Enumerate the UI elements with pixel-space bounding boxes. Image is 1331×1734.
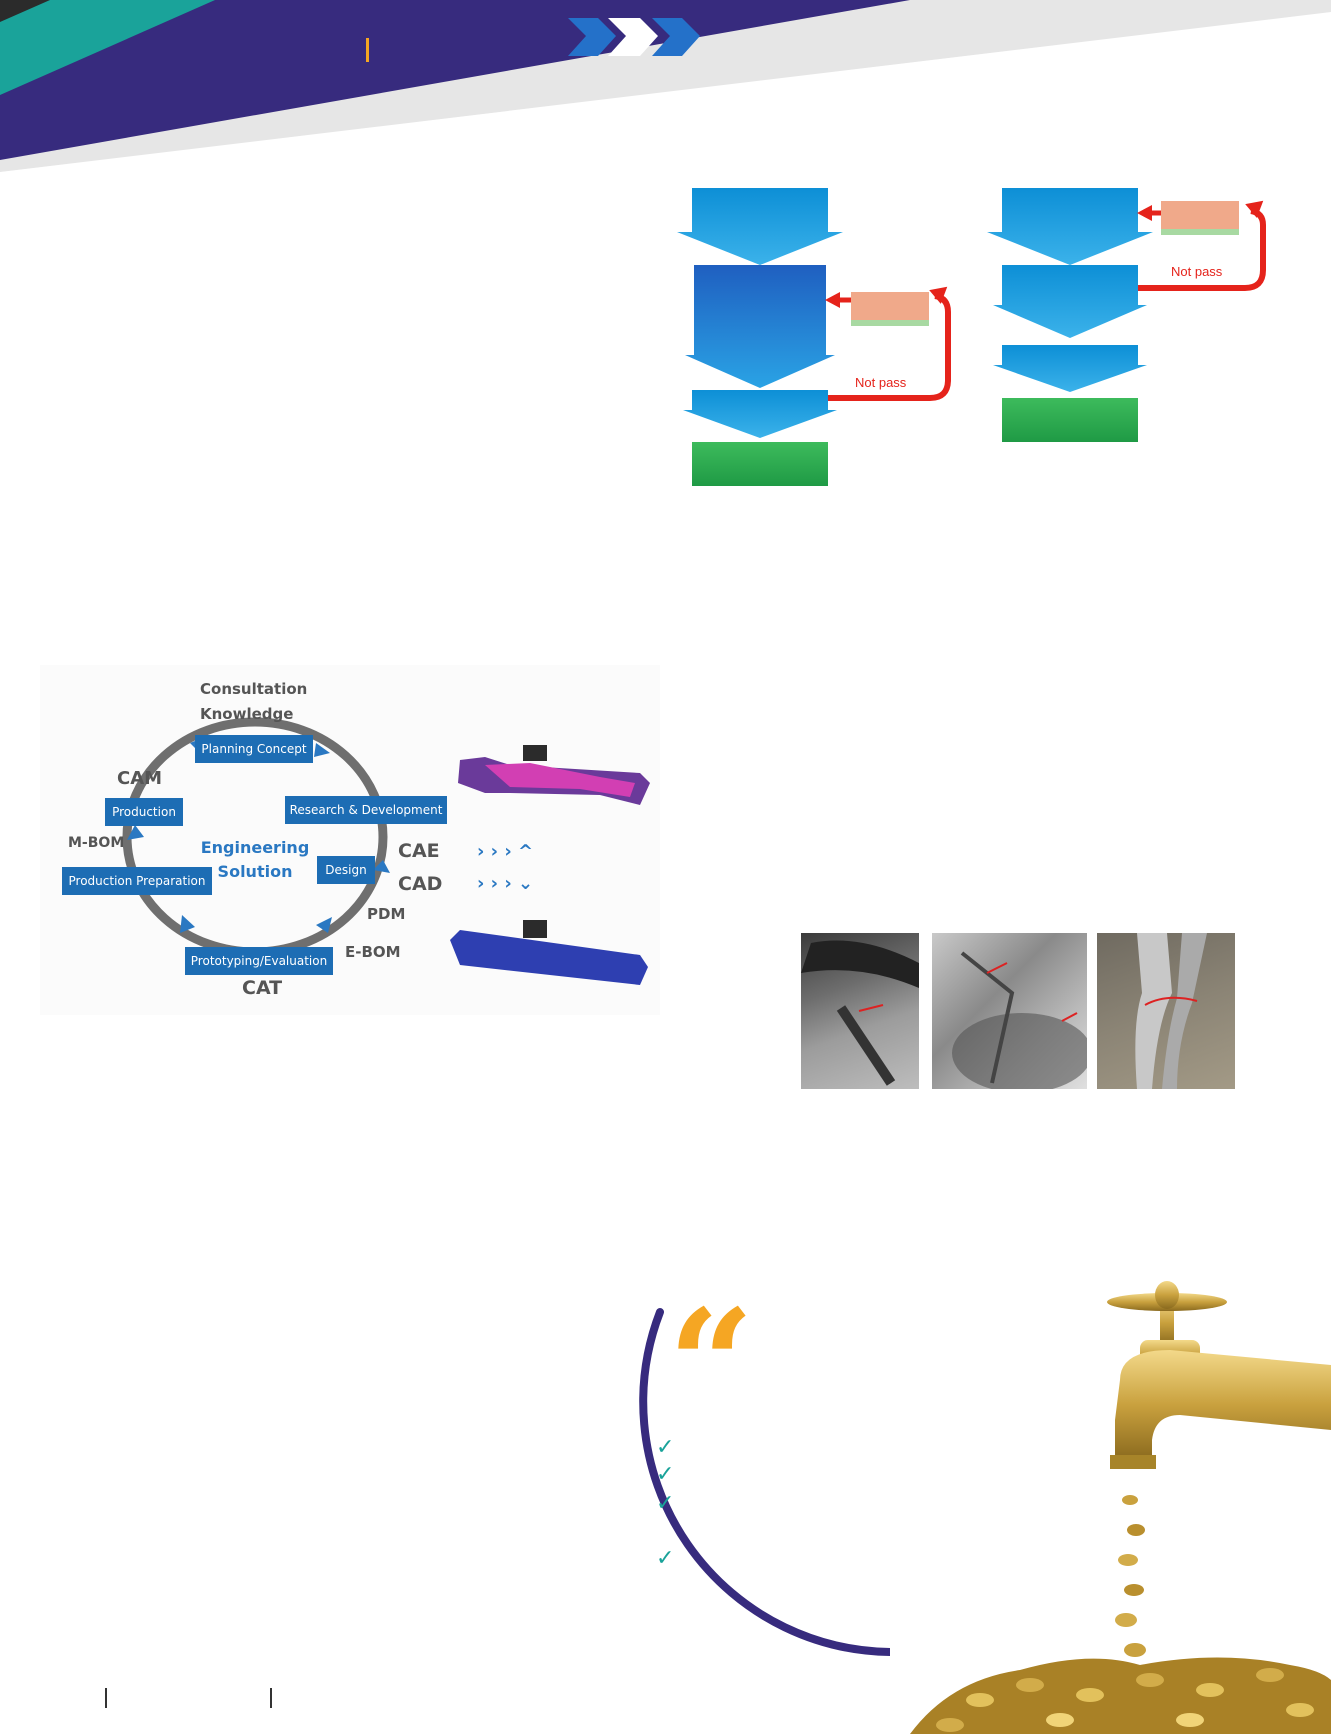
header-banner (0, 0, 1331, 172)
production-box: Production (105, 798, 183, 826)
consultation-label: Consultation (200, 680, 308, 698)
planning-concept-box: Planning Concept (195, 735, 313, 763)
process-flowchart: Not pass Not pass (665, 180, 1275, 500)
crack-photo-1 (801, 933, 919, 1089)
crack-photo-3 (1097, 933, 1235, 1089)
research-development-box: Research & Development (285, 796, 447, 824)
cam-label: CAM (117, 768, 163, 789)
check-icon: ✓ (656, 1435, 675, 1460)
prototyping-evaluation-box: Prototyping/Evaluation (185, 947, 333, 975)
ebom-label: E-BOM (345, 943, 401, 961)
solution-label: Solution (217, 862, 293, 881)
cae-label: CAE (398, 840, 440, 862)
flow-right-fail-label: Not pass (1171, 264, 1223, 279)
cycle-ring (122, 717, 650, 985)
engineering-label: Engineering (200, 838, 310, 857)
cad-label: CAD (398, 873, 443, 895)
open-quote-mark: “ (668, 1277, 755, 1453)
check-icon: ✓ (656, 1491, 675, 1516)
arrows-to-cae: › › › ^ (477, 841, 534, 862)
design-box: Design (317, 856, 375, 884)
engineering-cycle-diagram: Consultation Knowledge Planning Concept … (40, 665, 660, 1015)
knowledge-label: Knowledge (200, 705, 294, 723)
flowchart-graphic: Not pass Not pass (677, 188, 1266, 486)
mbom-label: M-BOM (68, 835, 125, 851)
footer-separator (270, 1688, 272, 1708)
cat-label: CAT (242, 977, 283, 999)
gold-faucet-coins-image (890, 1270, 1331, 1734)
production-preparation-box: Production Preparation (62, 867, 212, 895)
quote-arc (639, 1308, 899, 1657)
flow-left-fail-label: Not pass (855, 375, 907, 390)
arrows-to-cad: › › › ⌄ (477, 873, 534, 894)
footer-separator (105, 1688, 107, 1708)
check-icon: ✓ (656, 1546, 675, 1571)
pdm-label: PDM (367, 905, 406, 923)
check-icon: ✓ (656, 1462, 675, 1487)
crack-photo-2 (932, 933, 1092, 1093)
